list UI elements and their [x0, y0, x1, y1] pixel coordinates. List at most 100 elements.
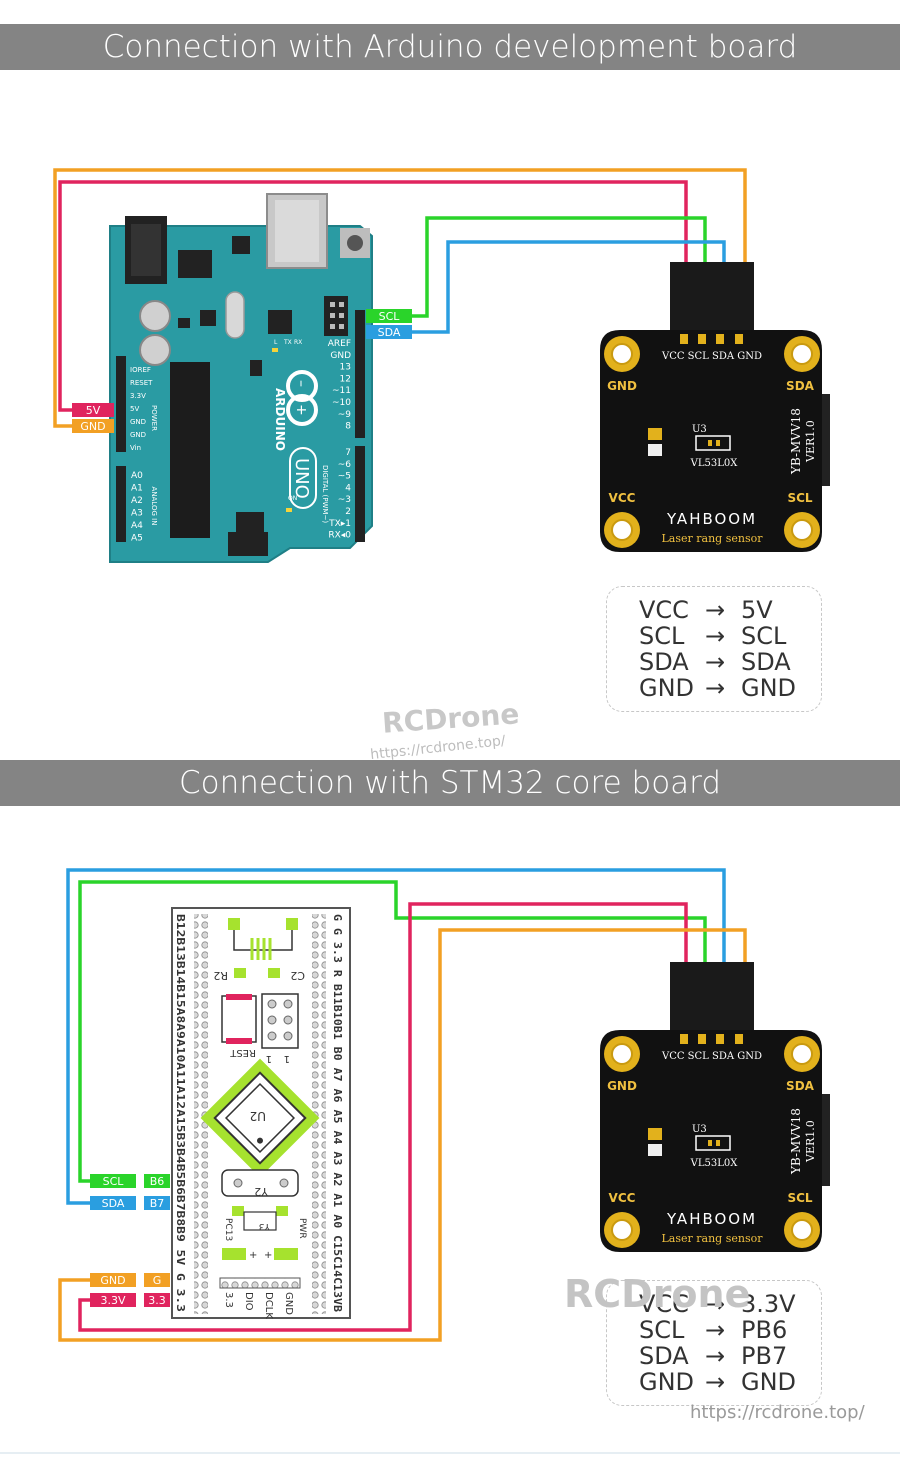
pad-label-scl: SCL — [787, 1191, 812, 1205]
mapping-board-pin: SDA — [741, 648, 791, 676]
mapping-row: SDA→SDA — [607, 649, 821, 675]
stm32-component-label: REST — [229, 1047, 256, 1058]
mapping-row: VCC→3.3V — [607, 1291, 821, 1317]
analog-pin-label: A1 — [131, 484, 143, 494]
pad-label-gnd: GND — [607, 379, 637, 393]
tag-sda: SDA — [378, 326, 401, 339]
mapping-board-pin: PB6 — [741, 1316, 788, 1344]
svg-text:–: – — [293, 380, 309, 387]
stm32-debug-pin-label: DIO — [243, 1292, 254, 1311]
digital-pin-label: ~10 — [332, 398, 351, 408]
mapping-row: VCC→5V — [607, 597, 821, 623]
digital-pin-label: ~3 — [338, 495, 351, 505]
digital-pin-label: 8 — [345, 422, 351, 432]
power-pin-label: GND — [130, 431, 146, 439]
analog-label: ANALOG IN — [150, 487, 158, 526]
stm32-core-board: B12B13B14B15A8A9A10A11A12A15B3B4B5B6B7B8… — [171, 907, 351, 1319]
mapping-row: GND→GND — [607, 1369, 821, 1395]
digital-pin-label: 13 — [340, 363, 351, 373]
icsp-header-top — [324, 296, 348, 336]
stm32-debug-pin-label: 3.3 — [223, 1292, 234, 1308]
crystal — [225, 291, 245, 339]
svg-text:+: + — [293, 404, 309, 416]
tag-33v: 3.3V — [100, 1294, 125, 1307]
header-pin — [716, 1034, 724, 1044]
chip-name-label: VL53L0X — [690, 458, 739, 469]
stm32-component-label: PC13 — [223, 1218, 233, 1241]
power-pin-label: RESET — [130, 379, 153, 387]
wire-33v-red-2 — [78, 902, 688, 1332]
analog-pin-label: A4 — [131, 521, 143, 531]
header-pin — [698, 334, 706, 344]
arrow-right-icon: → — [705, 674, 726, 702]
atmega-chip — [170, 362, 210, 538]
tag-sda-2: SDA — [102, 1197, 125, 1210]
sensor-version-label: VER1.0 — [804, 420, 817, 463]
led-labels: L TX RX ON — [274, 339, 302, 502]
power-header — [116, 356, 126, 452]
section-1-wires — [53, 168, 747, 428]
power-label: POWER — [150, 405, 158, 431]
wire-sda-blue-2 — [66, 868, 726, 1205]
digital-label: DIGITAL (PWM~) — [321, 465, 329, 523]
tag-scl: SCL — [379, 310, 401, 323]
tag-gnd-2: GND — [100, 1274, 125, 1287]
power-pin-label: IOREF — [130, 366, 151, 374]
digital-pin-label: GND — [330, 351, 351, 361]
sensor-brand-label: YAHBOOM — [666, 510, 757, 528]
power-pin-label: Vin — [130, 444, 141, 452]
stm32-debug-pin-label: GND — [283, 1292, 294, 1315]
arrow-right-icon: → — [705, 1290, 726, 1318]
wire-gnd-orange-2 — [58, 928, 747, 1342]
tag-scl-2: SCL — [103, 1175, 125, 1188]
stm32-component-label: PWR — [297, 1218, 307, 1239]
section-2-wires — [58, 868, 747, 1342]
analog-pin-label: A2 — [131, 496, 143, 506]
sensor-model-label: YB-MVV18 — [789, 1108, 803, 1175]
tag-33: 3.3 — [148, 1294, 166, 1307]
mapping-sensor-pin: SCL — [639, 1316, 685, 1344]
header-pin — [735, 334, 743, 344]
wire-gnd-orange — [53, 168, 747, 428]
header-pin — [680, 1034, 688, 1044]
header-pin — [698, 1034, 706, 1044]
tag-g: G — [153, 1274, 162, 1287]
stm32-debug-pin-label: DCLK — [263, 1292, 274, 1319]
sensor-version-label: VER1.0 — [804, 1120, 817, 1163]
tag-b6: B6 — [150, 1175, 165, 1188]
chip-ref-label: U3 — [692, 424, 707, 435]
capacitor-1 — [139, 300, 171, 332]
stm32-component-label: Y3 — [259, 1221, 271, 1231]
pad-label-vcc: VCC — [609, 1191, 636, 1205]
arduino-logo: – + — [286, 370, 318, 426]
mapping-board-pin: SCL — [741, 622, 787, 650]
digital-pin-label: ~11 — [332, 386, 351, 396]
arrow-right-icon: → — [705, 1368, 726, 1396]
arrow-right-icon: → — [705, 596, 726, 624]
header-pin — [680, 334, 688, 344]
arrow-right-icon: → — [705, 622, 726, 650]
pad-label-sda: SDA — [786, 1079, 815, 1093]
stm32-pin-marker: 1 — [284, 1053, 290, 1064]
arduino-model-label: UNO — [291, 458, 312, 499]
digital-pin-label: ~6 — [338, 460, 352, 470]
arrow-right-icon: → — [705, 648, 726, 676]
analog-pin-label: A3 — [131, 509, 143, 519]
mapping-sensor-pin: GND — [639, 674, 695, 702]
stm32-pin-marker: + — [264, 1250, 272, 1261]
digital-pin-label: TX▸1 — [328, 519, 351, 529]
sensor-header-connector — [670, 962, 754, 1032]
led-label: L — [274, 339, 278, 346]
mapping-board-pin: PB7 — [741, 1342, 788, 1370]
mapping-sensor-pin: VCC — [639, 1290, 689, 1318]
chip-name-label: VL53L0X — [690, 1158, 739, 1169]
pad-label-vcc: VCC — [609, 491, 636, 505]
stm32-component-label: R2 — [213, 969, 228, 982]
right-pin-header — [312, 914, 326, 1314]
bottom-divider — [0, 1452, 900, 1454]
mapping-board-pin: 5V — [741, 596, 773, 624]
pad-label-sda: SDA — [786, 379, 815, 393]
